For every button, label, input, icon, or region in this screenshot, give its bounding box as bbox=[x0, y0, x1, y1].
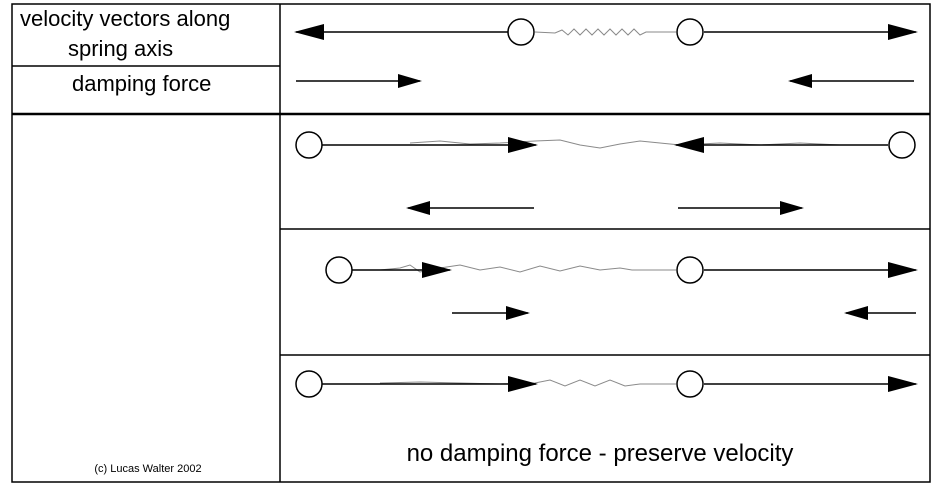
mass-circle-left bbox=[325, 256, 353, 284]
damping-label: damping force bbox=[72, 71, 211, 96]
scenario-chasing-closing bbox=[325, 256, 918, 320]
spring bbox=[534, 28, 676, 36]
velocity-label-line2: spring axis bbox=[68, 36, 173, 61]
mass-circle-left bbox=[295, 131, 323, 159]
spring bbox=[379, 379, 676, 387]
scenario-moving-apart bbox=[294, 18, 918, 88]
mass-circle-left bbox=[295, 370, 323, 398]
scenario-moving-together bbox=[295, 131, 916, 215]
spring bbox=[379, 264, 676, 273]
copyright-note: (c) Lucas Walter 2002 bbox=[94, 463, 201, 475]
spring bbox=[409, 139, 888, 149]
table-grid bbox=[11, 3, 931, 483]
mass-circle-right bbox=[676, 18, 704, 46]
no-damping-caption: no damping force - preserve velocity bbox=[407, 440, 794, 467]
outer-border bbox=[11, 3, 931, 483]
mass-circle-right bbox=[888, 131, 916, 159]
mass-circle-left bbox=[507, 18, 535, 46]
mass-circle-right bbox=[676, 256, 704, 284]
scenario-equal-velocity bbox=[295, 370, 918, 398]
velocity-label-line1: velocity vectors along bbox=[20, 6, 230, 31]
mass-circle-right bbox=[676, 370, 704, 398]
